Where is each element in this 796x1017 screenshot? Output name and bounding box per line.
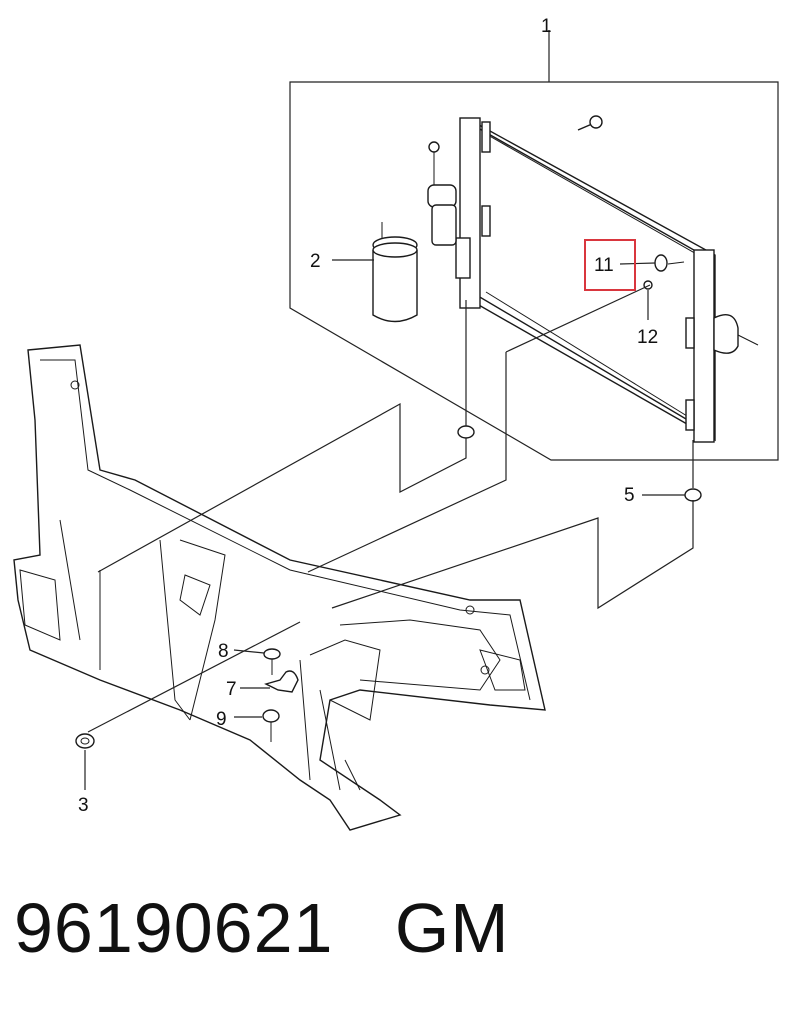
brand-name: GM bbox=[394, 889, 510, 967]
grommet-5 bbox=[457, 425, 702, 502]
callout-11-highlight bbox=[584, 239, 636, 291]
callout-1: 1 bbox=[541, 16, 552, 37]
title-gap bbox=[333, 889, 394, 967]
nut-3 bbox=[75, 733, 95, 749]
callout-9: 9 bbox=[216, 709, 227, 730]
callout-2: 2 bbox=[310, 251, 321, 272]
bolt-8 bbox=[263, 648, 281, 675]
part-number-title: 96190621 GM bbox=[14, 888, 510, 968]
callout-7: 7 bbox=[226, 679, 237, 700]
part-number: 96190621 bbox=[14, 889, 334, 967]
callout-12: 12 bbox=[637, 327, 658, 348]
leader-lines bbox=[84, 259, 694, 790]
receiver-drier bbox=[372, 222, 418, 323]
receiver-bracket bbox=[427, 141, 457, 246]
callout-3: 3 bbox=[78, 795, 89, 816]
callout-11: 11 bbox=[594, 255, 614, 276]
condenser-assembly-box bbox=[289, 30, 779, 461]
front-panel bbox=[13, 344, 546, 831]
bolt-9 bbox=[262, 709, 280, 742]
callout-8: 8 bbox=[218, 641, 229, 662]
clip-7 bbox=[264, 670, 299, 693]
condenser bbox=[455, 117, 759, 443]
callout-5: 5 bbox=[624, 485, 635, 506]
bushing-11 bbox=[654, 254, 685, 272]
top-bolt bbox=[577, 115, 603, 131]
